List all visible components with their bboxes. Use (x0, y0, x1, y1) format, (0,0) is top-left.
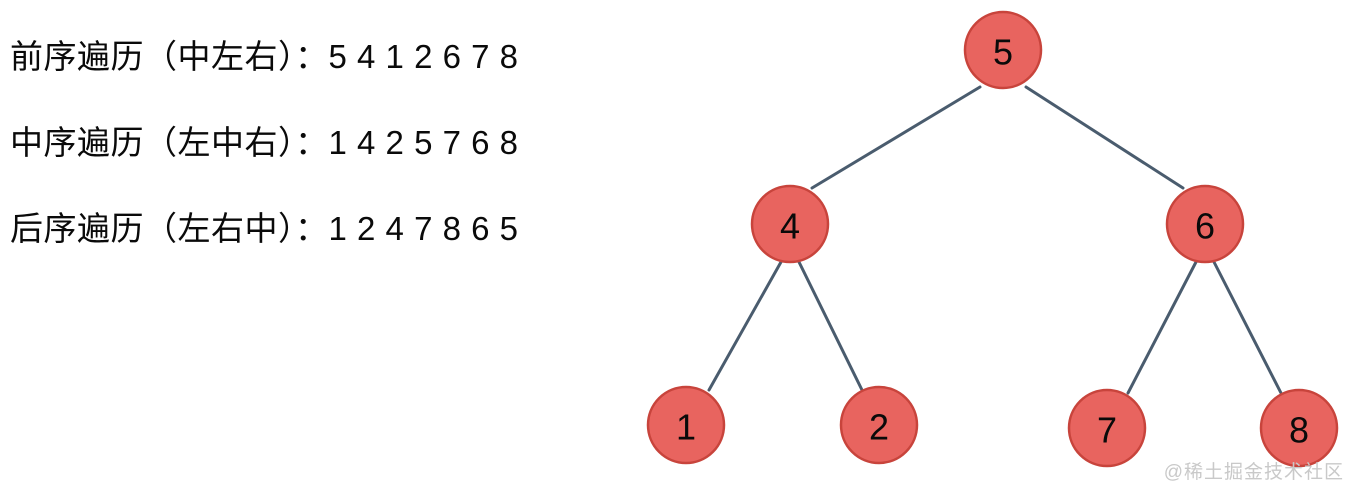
tree-nodes: 5 4 6 1 2 7 (646, 10, 1339, 468)
tree-node-5[interactable]: 5 (963, 10, 1043, 90)
tree-node-1[interactable]: 1 (646, 385, 726, 465)
node-circle-1 (646, 385, 726, 465)
traversal-line-postorder: 后序遍历（左右中）：1 2 4 7 8 6 5 (10, 210, 519, 247)
node-label-5: 5 (993, 32, 1013, 73)
watermark: @稀土掘金技术社区 (1163, 462, 1344, 483)
node-label-7: 7 (1097, 410, 1117, 451)
traversal-text-block: 前序遍历（中左右）：5 4 1 2 6 7 8 中序遍历（左中右）：1 4 2 … (10, 14, 710, 272)
edge-4-to-1 (707, 260, 783, 392)
node-circle-7 (1067, 388, 1147, 468)
node-label-8: 8 (1289, 410, 1309, 451)
node-circle-8 (1259, 388, 1339, 468)
tree-node-6[interactable]: 6 (1165, 184, 1245, 264)
edge-5-to-4 (810, 85, 982, 190)
node-circle-6 (1165, 184, 1245, 264)
tree-node-2[interactable]: 2 (839, 385, 919, 465)
node-circle-4 (750, 184, 830, 264)
tree-node-8[interactable]: 8 (1259, 388, 1339, 468)
tree-node-4[interactable]: 4 (750, 184, 830, 264)
node-label-6: 6 (1195, 206, 1215, 247)
node-label-2: 2 (869, 407, 889, 448)
node-circle-2 (839, 385, 919, 465)
traversal-line-inorder: 中序遍历（左中右）：1 4 2 5 7 6 8 (10, 124, 519, 161)
node-label-4: 4 (780, 206, 800, 247)
tree-edges (707, 85, 1283, 395)
node-circle-5 (963, 10, 1043, 90)
edge-6-to-7 (1126, 260, 1198, 395)
edge-4-to-2 (797, 260, 864, 392)
traversal-line-preorder: 前序遍历（中左右）：5 4 1 2 6 7 8 (10, 38, 519, 75)
tree-node-7[interactable]: 7 (1067, 388, 1147, 468)
edge-6-to-8 (1212, 260, 1283, 395)
edge-5-to-6 (1024, 85, 1185, 190)
node-label-1: 1 (676, 407, 696, 448)
